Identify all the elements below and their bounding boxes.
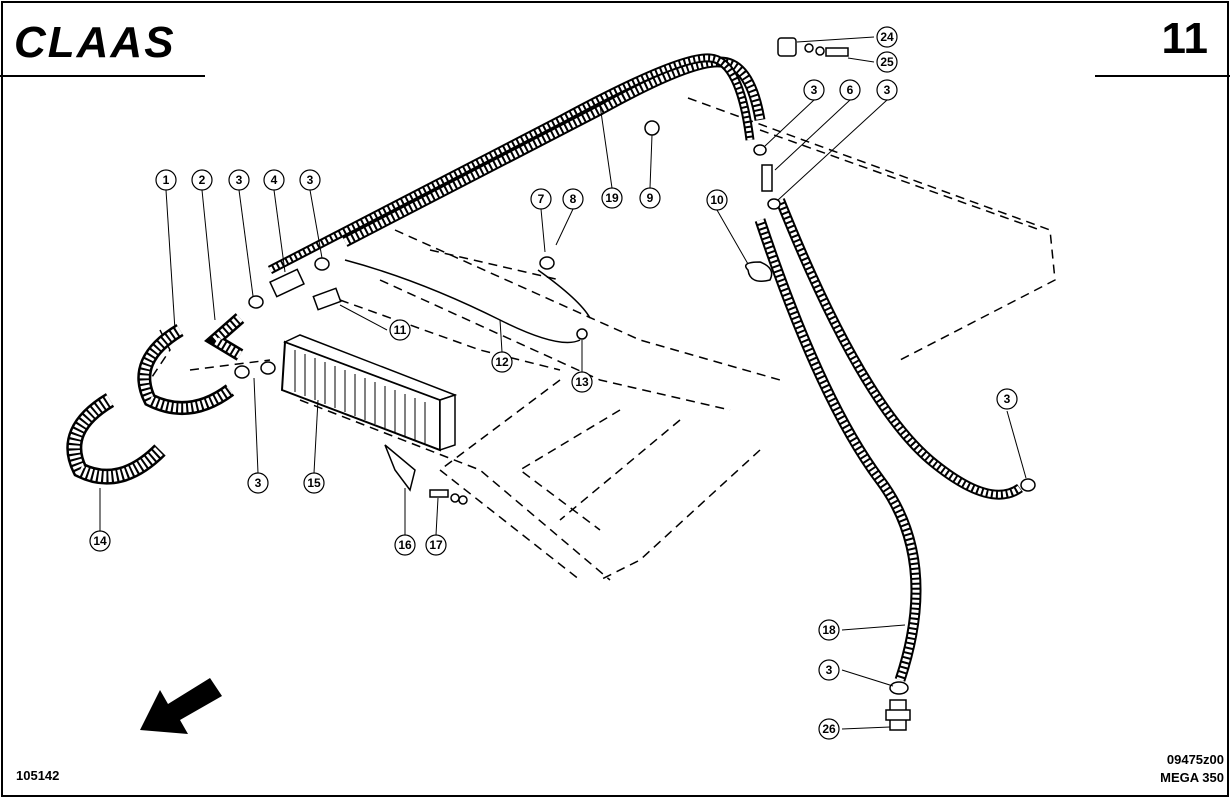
arrow-down-left-icon [140,678,222,734]
callout-12: 12 [495,355,509,369]
callout-3d: 3 [811,83,818,97]
callout-3e: 3 [884,83,891,97]
brand-logo: CLAAS [14,18,176,67]
callout-3b: 3 [307,173,314,187]
callout-9: 9 [647,191,654,205]
callout-4: 4 [271,173,278,187]
model-name: MEGA 350 [1160,770,1224,785]
machine-outline [149,97,1056,581]
callout-7: 7 [538,192,545,206]
hose-right [775,198,1023,500]
callout-17: 17 [429,538,443,552]
callout-2: 2 [199,173,206,187]
callout-8: 8 [570,192,577,206]
drawing-id: 105142 [16,768,60,783]
page-number: 11 [1161,14,1208,63]
callout-3g: 3 [1004,392,1011,406]
callout-24: 24 [880,30,894,44]
callout-6: 6 [847,83,854,97]
cable-12 [344,259,581,344]
small-parts [234,37,1036,731]
callout-3c: 3 [255,476,262,490]
hose-19 [342,56,766,247]
reference-code: 09475z00 [1166,752,1224,767]
callout-26: 26 [822,722,836,736]
hose-main-upper [267,53,755,274]
hoses [66,53,1023,682]
oil-cooler [280,334,458,452]
callouts: 1 2 3 4 3 3 15 3 6 3 7 8 19 9 10 11 12 1… [89,26,1027,740]
callout-3a: 3 [236,173,243,187]
callout-10: 10 [710,193,724,207]
callout-19: 19 [605,191,619,205]
callout-25: 25 [880,55,894,69]
callout-18: 18 [822,623,836,637]
callout-1: 1 [163,173,170,187]
callout-13: 13 [575,375,589,389]
callout-11: 11 [394,323,407,337]
callout-15: 15 [307,476,321,490]
callout-14: 14 [93,534,107,548]
callout-16: 16 [398,538,412,552]
callout-3f: 3 [826,663,833,677]
